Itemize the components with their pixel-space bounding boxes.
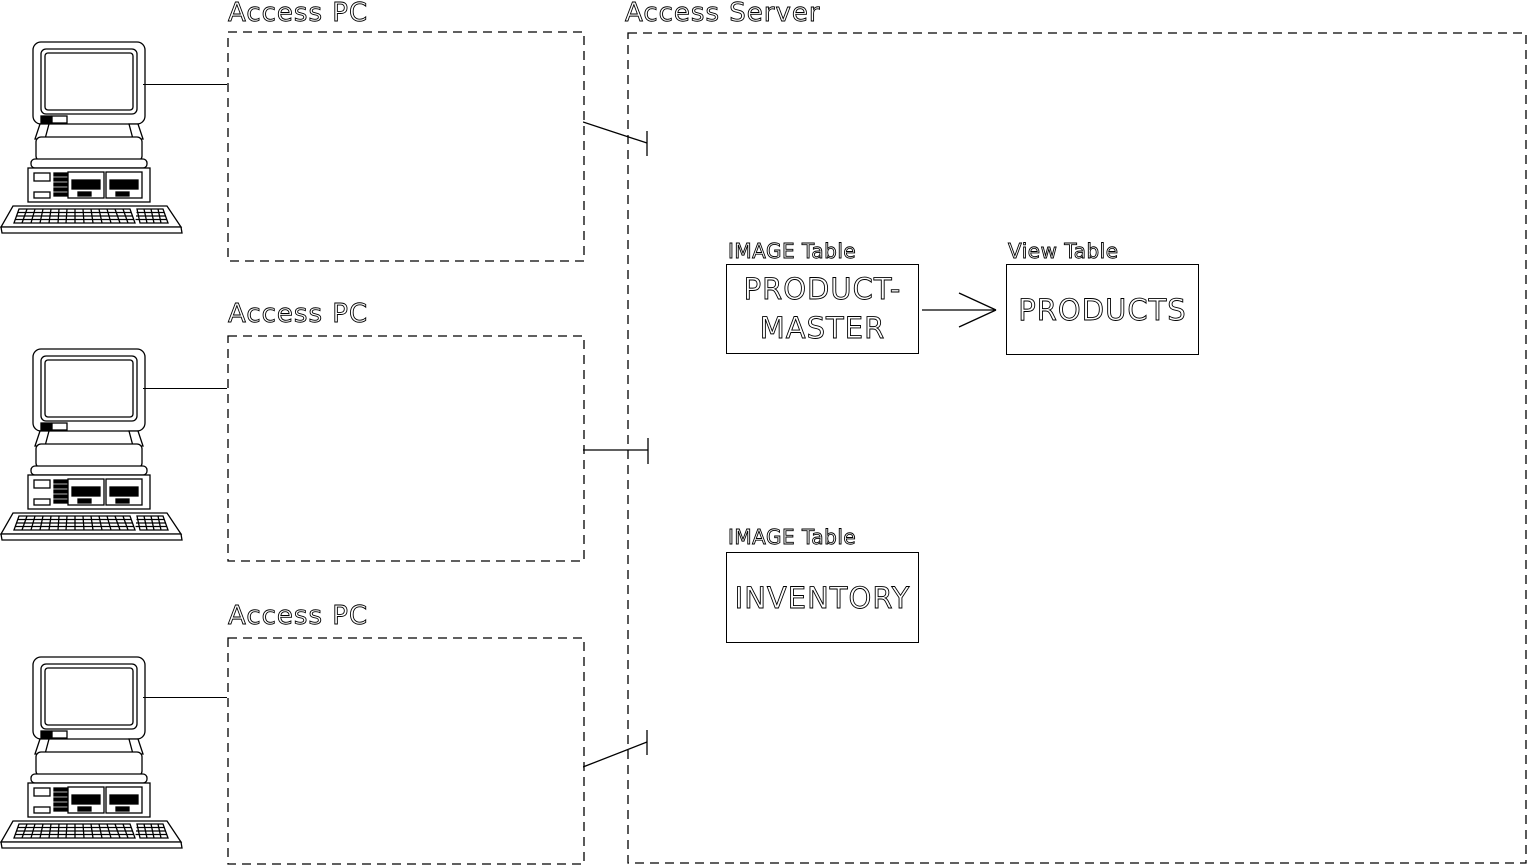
- product-master-name-line2: MASTER: [759, 311, 886, 346]
- access-pc-label: Access PC: [228, 299, 369, 329]
- access-pc-box: [227, 637, 585, 865]
- access-pc-box: [227, 31, 585, 262]
- products-box: PRODUCTS: [1006, 264, 1199, 355]
- desktop-computer-icon: [0, 656, 183, 849]
- image-table-label: IMAGE Table: [728, 525, 857, 549]
- access-server-label: Access Server: [625, 0, 821, 28]
- line-terminator-icon: [583, 730, 648, 768]
- access-pc-label: Access PC: [228, 0, 369, 28]
- access-pc-label: Access PC: [228, 601, 369, 631]
- access-pc-box: [227, 335, 585, 562]
- image-table-label: IMAGE Table: [728, 239, 857, 263]
- inventory-name: INVENTORY: [734, 580, 911, 615]
- access-server-box: [627, 32, 1527, 864]
- pc-link-line: [143, 697, 227, 698]
- inventory-box: INVENTORY: [726, 552, 919, 643]
- line-terminator-icon: [583, 438, 649, 464]
- product-master-name-line1: PRODUCT-: [743, 272, 902, 307]
- line-terminator-icon: [583, 121, 648, 156]
- products-name: PRODUCTS: [1018, 292, 1187, 327]
- open-right-arrow-icon: [922, 292, 997, 328]
- desktop-computer-icon: [0, 41, 183, 234]
- desktop-computer-icon: [0, 348, 183, 541]
- pc-link-line: [143, 388, 227, 389]
- view-table-label: View Table: [1008, 239, 1119, 263]
- pc-link-line: [143, 84, 227, 85]
- product-master-box: PRODUCT- MASTER: [726, 264, 919, 354]
